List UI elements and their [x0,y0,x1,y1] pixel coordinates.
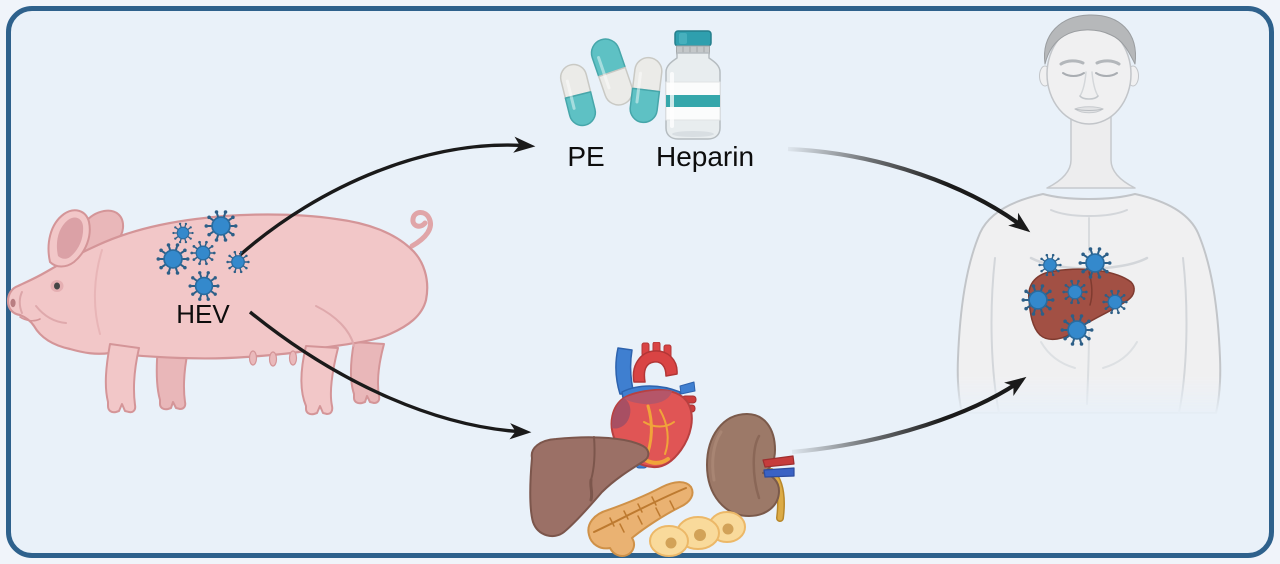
human-figure-icon [956,14,1222,414]
liver-icon [529,436,650,538]
pancreas-icon [587,481,694,558]
kidney-icon [706,413,795,522]
treatment-icons [559,30,721,140]
hev-label: HEV [176,299,230,329]
heparin-label: Heparin [655,141,755,172]
islet-cells-icon [649,511,746,557]
pe-label: PE [567,141,605,172]
capsule-pills-icon [559,38,663,127]
heparin-vial-icon [665,30,721,140]
